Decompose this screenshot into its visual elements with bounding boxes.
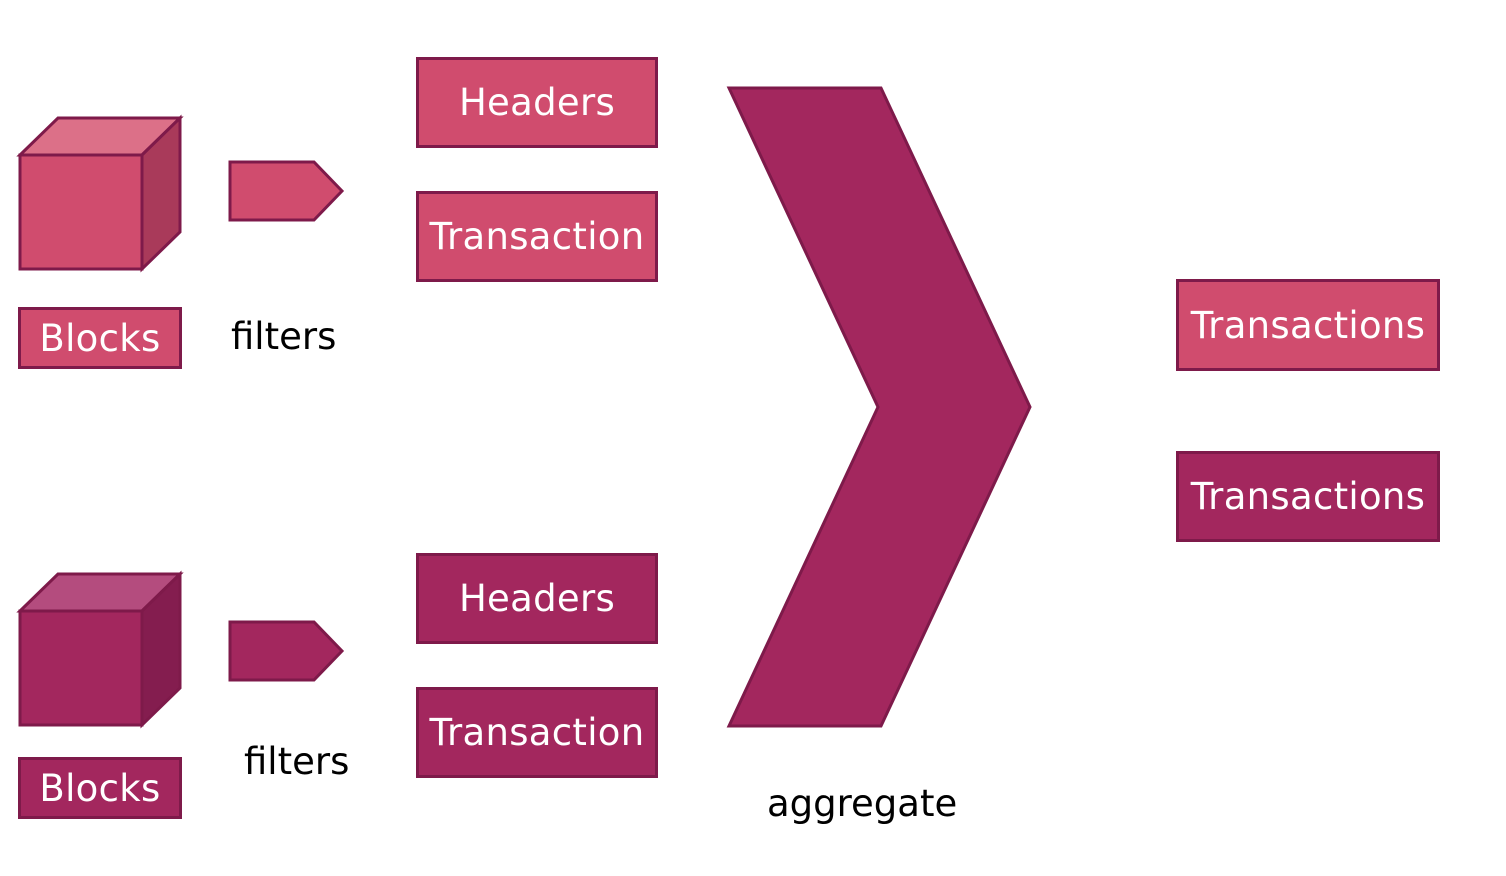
blocks-box-top: Blocks bbox=[18, 307, 182, 369]
headers-box-bottom: Headers bbox=[416, 553, 658, 644]
aggregate-chevron-icon bbox=[726, 86, 1032, 728]
aggregate-label: aggregate bbox=[767, 782, 958, 825]
transactions-result-box-bottom: Transactions bbox=[1176, 451, 1440, 542]
blocks-cube-icon-top bbox=[16, 114, 184, 273]
filter-arrow-icon-bottom bbox=[228, 620, 345, 682]
transaction-box-bottom: Transaction bbox=[416, 687, 658, 778]
filter-arrow-icon-top bbox=[228, 160, 345, 222]
headers-box-top: Headers bbox=[416, 57, 658, 148]
blocks-cube-icon-bottom bbox=[16, 570, 184, 729]
filters-label-bottom: filters bbox=[244, 740, 350, 783]
transactions-result-box-top: Transactions bbox=[1176, 279, 1440, 371]
filters-label-top: filters bbox=[231, 315, 337, 358]
blocks-box-bottom: Blocks bbox=[18, 757, 182, 819]
transaction-box-top: Transaction bbox=[416, 191, 658, 282]
